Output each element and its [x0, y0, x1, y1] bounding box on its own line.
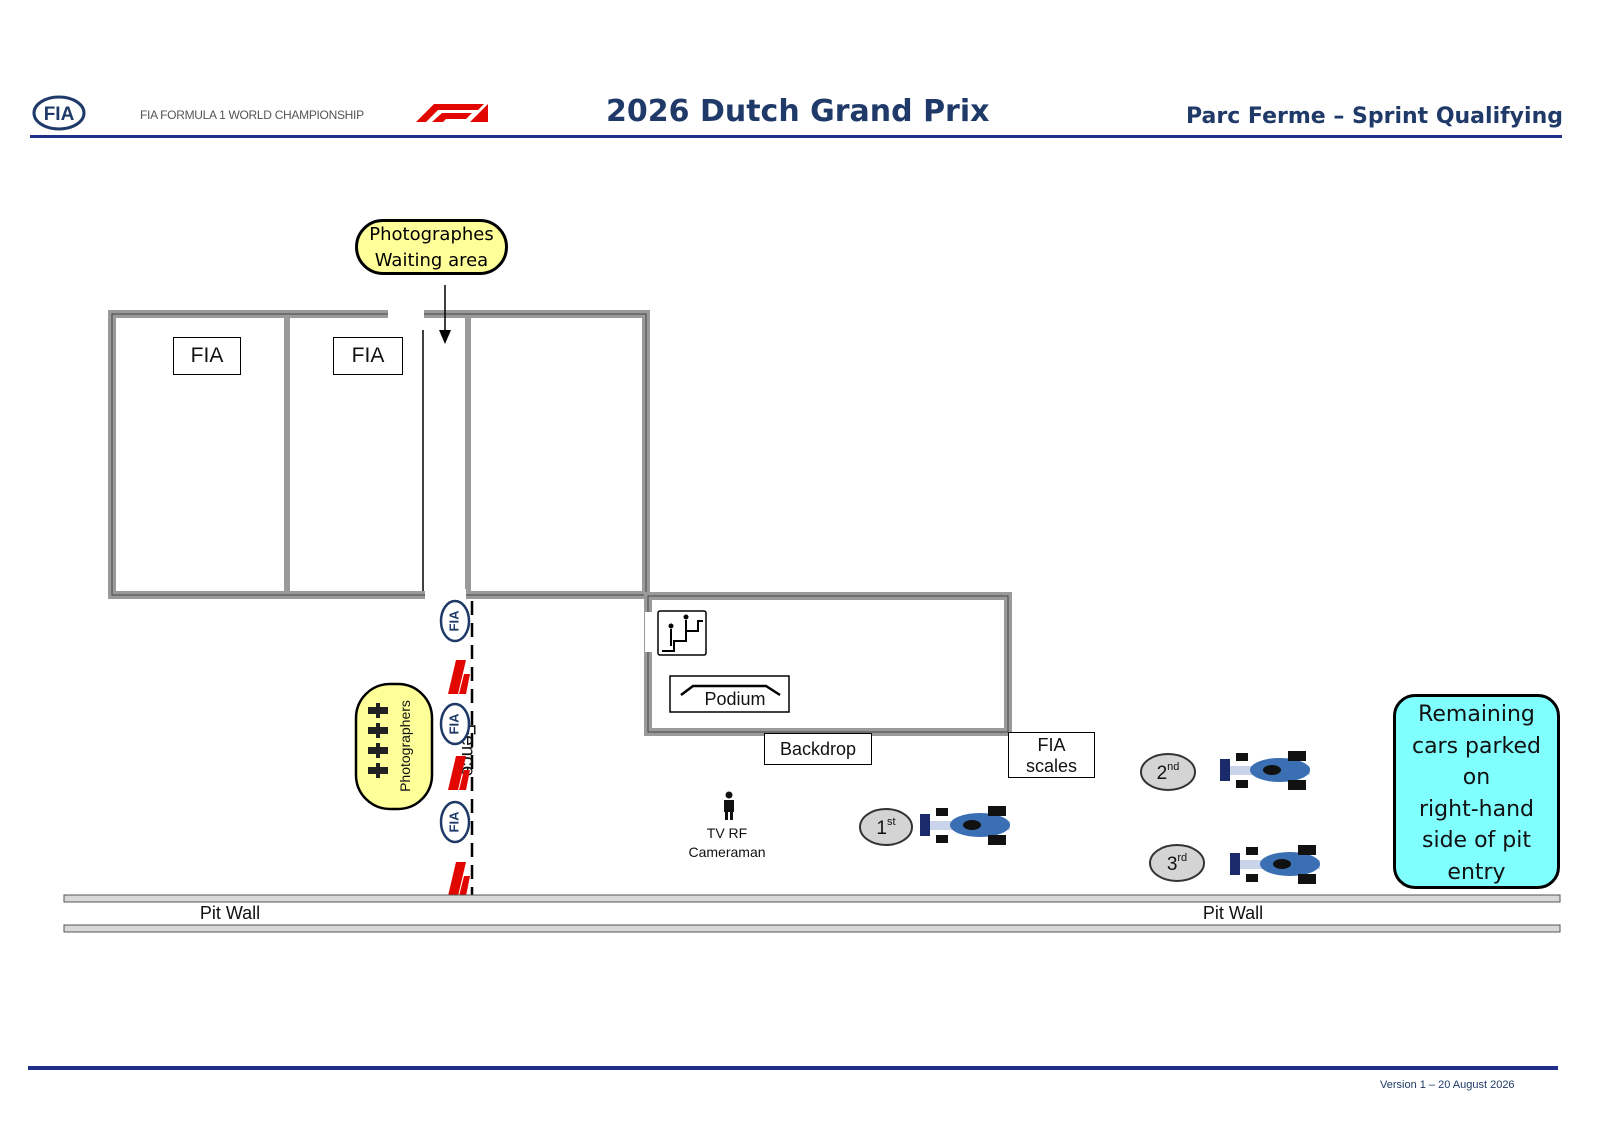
position-marker-2: 2nd — [1140, 753, 1196, 791]
fence: Fence FIA FIA FIA — [439, 599, 478, 898]
f1-logo — [416, 104, 488, 122]
fia-room-label-2: FIA — [333, 337, 403, 375]
podium-label: Podium — [704, 689, 765, 709]
position-marker-3: 3rd — [1149, 844, 1205, 882]
remaining-cars-line1: Remaining — [1418, 702, 1535, 727]
waiting-area-line1: Photographes — [369, 224, 494, 245]
page-subtitle: Parc Ferme – Sprint Qualifying — [1186, 104, 1563, 129]
svg-text:FIA: FIA — [446, 713, 461, 735]
entry-arrow — [439, 285, 451, 344]
fia-scales-label: FIA scales — [1008, 732, 1095, 778]
pit-wall: Pit Wall Pit Wall — [63, 894, 1561, 933]
remaining-cars-line2: cars parked — [1411, 733, 1542, 759]
fia-room-label-1: FIA — [173, 337, 241, 375]
version-label: Version 1 – 20 August 2026 — [1380, 1079, 1515, 1091]
svg-text:3rd: 3rd — [1167, 852, 1187, 875]
tv-cameraman: TV RF Cameraman — [688, 791, 766, 860]
svg-text:FIA: FIA — [446, 610, 461, 632]
photographers-waiting-area: Photographes Waiting area — [355, 219, 508, 275]
championship-label: FIA FORMULA 1 WORLD CHAMPIONSHIP — [140, 108, 364, 122]
position-marker-1: 1st — [859, 808, 913, 846]
f1-banner-icon — [448, 660, 470, 694]
garage-building — [108, 306, 650, 601]
backdrop-label: Backdrop — [764, 733, 872, 765]
fia-banner-icon: FIA — [439, 702, 471, 746]
footer-rule — [28, 1066, 1558, 1070]
page-title: 2026 Dutch Grand Prix — [606, 94, 990, 129]
car-icon — [920, 806, 1010, 845]
photographer-figures-icon — [368, 703, 388, 778]
car-icon — [1230, 845, 1320, 884]
svg-text:FIA: FIA — [446, 811, 461, 833]
pit-wall-label-left: Pit Wall — [200, 903, 260, 923]
remaining-cars-line4: right-hand — [1419, 796, 1534, 822]
svg-text:2nd: 2nd — [1157, 761, 1180, 784]
fia-banner-icon: FIA — [439, 800, 471, 844]
remaining-cars-line5: side of pit — [1422, 828, 1531, 853]
svg-text:1st: 1st — [876, 816, 895, 839]
remaining-cars-line3: on — [1462, 765, 1491, 790]
fia-scales-line2: scales — [1025, 756, 1078, 776]
tv-cameraman-label-line2: Cameraman — [688, 844, 765, 860]
fia-logo-text: FIA — [44, 104, 75, 125]
remaining-cars-note: Remaining cars parked on right-hand side… — [1393, 694, 1560, 889]
f1-banner-icon — [448, 862, 470, 896]
tv-cameraman-label-line1: TV RF — [707, 825, 747, 841]
person-icon — [724, 791, 734, 820]
fia-logo: FIA — [32, 95, 86, 131]
remaining-cars-line6: entry — [1447, 859, 1506, 885]
photographers-label: Photographers — [397, 700, 413, 792]
pit-wall-label-right: Pit Wall — [1203, 903, 1263, 923]
waiting-area-line2: Waiting area — [374, 250, 489, 271]
stairs-icon — [657, 610, 707, 656]
photographers-area: Photographers — [354, 682, 434, 811]
podium-building: Podium — [644, 592, 1012, 736]
f1-banner-icon — [448, 756, 470, 790]
fia-scales-line1: FIA — [1037, 735, 1066, 755]
header-rule — [30, 135, 1562, 138]
fia-banner-icon: FIA — [439, 599, 471, 643]
car-icon — [1220, 751, 1310, 790]
